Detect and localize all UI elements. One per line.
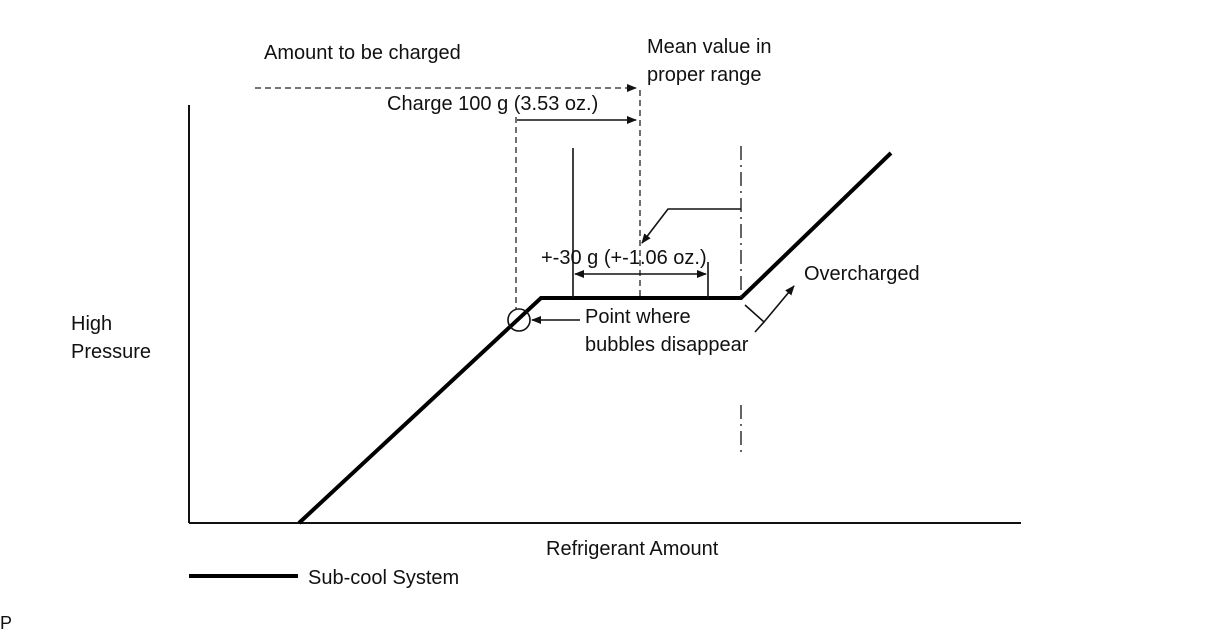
x-axis-label: Refrigerant Amount	[546, 538, 719, 560]
tolerance-label: +-30 g (+-1.06 oz.)	[541, 247, 707, 269]
bubble-point-marker	[507, 308, 531, 332]
mean-value-leader	[641, 208, 741, 244]
overcharged-leader	[744, 285, 795, 333]
bubble-point-label-line2: bubbles disappear	[585, 334, 749, 356]
sub-cool-curve	[297, 151, 893, 525]
amount-to-be-charged-label: Amount to be charged	[264, 42, 461, 64]
y-axis-label-line2: Pressure	[71, 341, 151, 363]
overcharged-label: Overcharged	[804, 263, 920, 285]
legend-series-label: Sub-cool System	[308, 567, 459, 589]
charge-amount-label: Charge 100 g (3.53 oz.)	[387, 93, 598, 115]
y-axis-label-line1: High	[71, 313, 112, 335]
mean-value-label-line1: Mean value in	[647, 36, 772, 58]
corner-mark: P	[0, 613, 12, 633]
bubble-point-label-line1: Point where	[585, 306, 691, 328]
mean-value-label-line2: proper range	[647, 64, 762, 86]
